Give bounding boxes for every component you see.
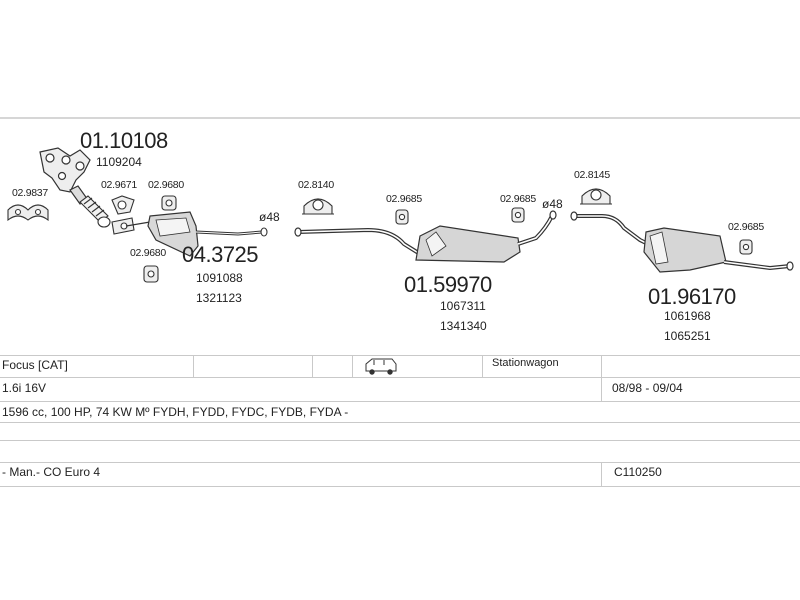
gasket-left-number: 02.9837: [12, 187, 48, 199]
catalyst-ref-2: 1321123: [196, 291, 242, 305]
vehicle-body-type: Stationwagon: [492, 357, 559, 369]
table-line: [0, 462, 800, 463]
hanger-middle-left-number: 02.9685: [386, 193, 422, 205]
hanger-rear-number: 02.9685: [728, 221, 764, 233]
table-divider: [193, 355, 194, 377]
vehicle-years: 08/98 - 09/04: [612, 381, 683, 395]
middle-silencer-number: 01.59970: [404, 272, 492, 297]
hanger-middle-left-part: [395, 209, 409, 225]
table-divider: [601, 355, 602, 401]
table-divider: [312, 355, 313, 377]
catalyst-part: [125, 211, 263, 257]
table-divider: [352, 355, 353, 377]
rear-silencer-part: [570, 211, 794, 273]
diameter-front: ø48: [259, 210, 280, 224]
gasket-flex-number: 02.9671: [101, 179, 137, 191]
diameter-middle: ø48: [542, 197, 563, 211]
gasket-left-part: [7, 204, 49, 222]
hanger-front-top-part: [161, 195, 177, 211]
manifold-number: 01.10108: [80, 128, 168, 153]
gasket-flex-part: [111, 195, 135, 235]
middle-pipe-part: [294, 227, 422, 256]
flex-pipe-part: [79, 195, 111, 228]
table-line: [0, 422, 800, 423]
hanger-rear-part: [739, 239, 753, 255]
manifold-part: [39, 147, 91, 205]
clamp-rear-number: 02.8145: [574, 169, 610, 181]
vehicle-transmission: - Man.- CO Euro 4: [2, 465, 101, 479]
table-line: [0, 377, 800, 378]
catalyst-number: 04.3725: [182, 242, 259, 267]
vehicle-model: Focus [CAT]: [2, 358, 68, 372]
table-divider: [601, 462, 602, 486]
rear-silencer-number: 01.96170: [648, 284, 736, 309]
hanger-front-bottom-part: [143, 265, 159, 283]
rear-silencer-ref-1: 1061968: [664, 309, 711, 323]
table-line: [0, 440, 800, 441]
hanger-middle-right-part: [511, 207, 525, 223]
manifold-ref: 1109204: [96, 155, 142, 169]
clamp-rear-part: [580, 188, 612, 205]
hanger-front-bottom-number: 02.9680: [130, 247, 166, 259]
table-line: [0, 401, 800, 402]
clamp-middle-part: [302, 198, 334, 215]
catalyst-ref-1: 1091088: [196, 271, 243, 285]
middle-silencer-part: [415, 210, 557, 263]
table-divider: [482, 355, 483, 377]
rear-silencer-ref-2: 1065251: [664, 329, 711, 343]
front-pipe-end-part: [260, 227, 268, 237]
vehicle-specs: 1596 cc, 100 HP, 74 KW Mº FYDH, FYDD, FY…: [2, 405, 349, 419]
middle-silencer-ref-2: 1341340: [440, 319, 487, 333]
table-line: [0, 486, 800, 487]
vehicle-engine: 1.6i 16V: [2, 381, 47, 395]
hanger-front-top-number: 02.9680: [148, 179, 184, 191]
vehicle-code: C110250: [614, 465, 662, 479]
hanger-middle-right-number: 02.9685: [500, 193, 536, 205]
table-line: [0, 355, 800, 356]
middle-silencer-ref-1: 1067311: [440, 299, 486, 313]
station-wagon-icon: [365, 358, 397, 375]
clamp-middle-number: 02.8140: [298, 179, 334, 191]
